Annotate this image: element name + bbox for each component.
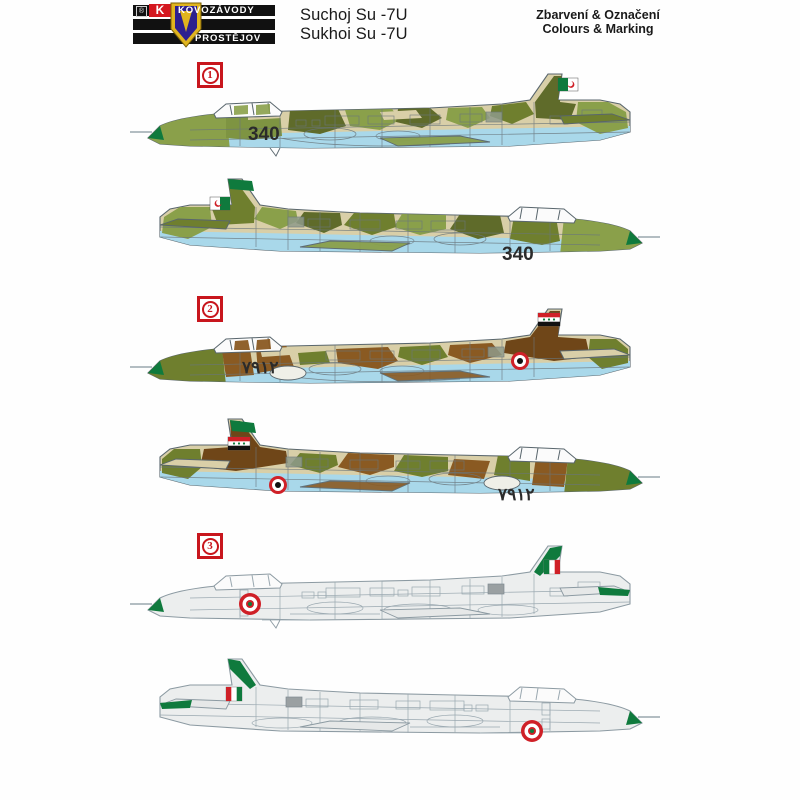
serial-2a: ٧٩١٢	[241, 358, 279, 377]
page-subtitle: Zbarvení & Označení Colours & Marking	[510, 8, 686, 36]
aircraft-profile-2-starboard: ٧٩١٢	[140, 405, 660, 520]
scheme-badge-1: 1	[197, 62, 223, 88]
sheet-header: ® K KOVOZÁVODY PROSTĚJOV Suchoj Su -7U S…	[0, 0, 800, 52]
logo-monogram: K	[149, 4, 171, 17]
logo-bars	[133, 4, 275, 46]
page-title: Suchoj Su -7U Sukhoi Su -7U	[300, 6, 408, 44]
serial-1b: 340	[502, 244, 534, 265]
aircraft-profile-1-port: 340	[130, 60, 660, 170]
serial-2b: ٧٩١٢	[497, 485, 535, 504]
aircraft-profile-3-port	[130, 532, 660, 644]
tail-flag-iraq-2a	[537, 312, 561, 327]
subtitle-czech: Zbarvení & Označení	[536, 8, 660, 22]
tail-flag-algeria-1a	[557, 77, 579, 92]
logo-brand-top: KOVOZÁVODY	[178, 5, 255, 16]
shield-icon	[169, 2, 203, 48]
tail-flag-tricolour-3a	[543, 559, 561, 575]
aircraft-profile-2-port: ٧٩١٢	[130, 295, 660, 407]
scheme-badge-3: 3	[197, 533, 223, 559]
aircraft-profile-3-starboard	[140, 645, 660, 760]
title-english: Sukhoi Su -7U	[300, 25, 408, 43]
tail-flag-iraq-2b	[227, 436, 251, 451]
scheme-badge-3-number: 3	[201, 537, 219, 555]
roundel-iraq-2b	[269, 476, 287, 494]
roundel-tricolour-3a	[239, 593, 261, 615]
scheme-badge-2-number: 2	[201, 300, 219, 318]
registered-mark-icon: ®	[136, 6, 147, 17]
scheme-badge-2: 2	[197, 296, 223, 322]
scheme-badge-1-number: 1	[201, 66, 219, 84]
subtitle-english: Colours & Marking	[542, 22, 654, 36]
serial-1a: 340	[248, 124, 280, 145]
tail-flag-tricolour-3b	[225, 686, 243, 702]
roundel-iraq-2a	[511, 352, 529, 370]
roundel-tricolour-3b	[521, 720, 543, 742]
title-czech: Suchoj Su -7U	[300, 6, 408, 24]
manufacturer-logo: ® K KOVOZÁVODY PROSTĚJOV	[133, 2, 275, 48]
tail-flag-algeria-1b	[209, 196, 231, 211]
aircraft-profile-1-starboard: 340	[140, 165, 660, 280]
logo-brand-bottom: PROSTĚJOV	[195, 33, 262, 44]
